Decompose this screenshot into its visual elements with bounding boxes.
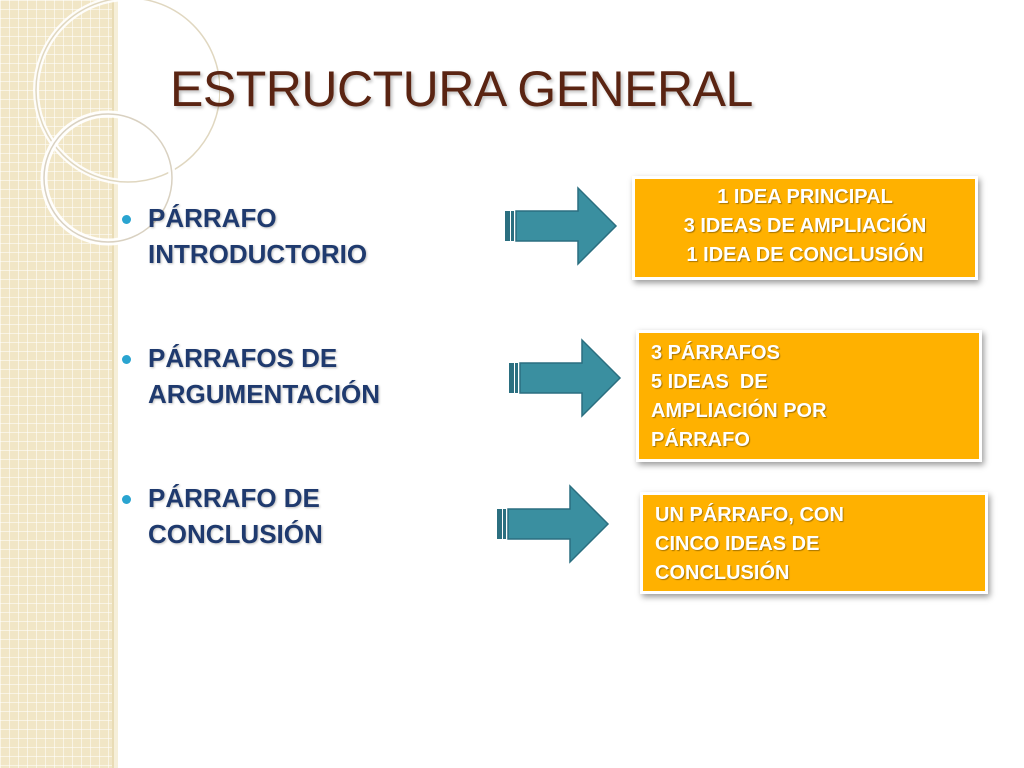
bullet-line: CONCLUSIÓN xyxy=(148,519,323,549)
decorative-side-band xyxy=(0,0,118,768)
bullet-item-introductorio: PÁRRAFO INTRODUCTORIO xyxy=(122,200,502,272)
box-line: UN PÁRRAFO, CON xyxy=(655,504,844,526)
info-box-conclusion: UN PÁRRAFO, CON CINCO IDEAS DE CONCLUSIÓ… xyxy=(640,492,988,594)
box-line: 1 IDEA PRINCIPAL xyxy=(717,186,893,208)
box-line: 3 PÁRRAFOS xyxy=(651,342,780,364)
bullet-dot-icon xyxy=(122,495,131,504)
bullet-item-argumentacion: PÁRRAFOS DE ARGUMENTACIÓN xyxy=(122,340,502,412)
bullet-line: PÁRRAFO DE xyxy=(148,483,320,513)
box-line: CONCLUSIÓN xyxy=(655,562,790,584)
decorative-circles xyxy=(33,0,220,246)
bullet-dot-icon xyxy=(122,215,131,224)
right-arrow-icon xyxy=(509,338,622,418)
box-line: CINCO IDEAS DE xyxy=(655,533,820,555)
box-text: 1 IDEA PRINCIPAL 3 IDEAS DE AMPLIACIÓN 1… xyxy=(645,183,965,270)
info-box-introductorio: 1 IDEA PRINCIPAL 3 IDEAS DE AMPLIACIÓN 1… xyxy=(632,176,978,280)
box-line: AMPLIACIÓN POR xyxy=(651,400,827,422)
right-arrow-icon xyxy=(505,186,618,266)
box-text: UN PÁRRAFO, CON CINCO IDEAS DE CONCLUSIÓ… xyxy=(655,501,973,588)
box-line: 5 IDEAS DE xyxy=(651,371,768,393)
bullet-item-conclusion: PÁRRAFO DE CONCLUSIÓN xyxy=(122,480,502,552)
bullet-line: PÁRRAFOS DE xyxy=(148,343,338,373)
info-box-argumentacion: 3 PÁRRAFOS 5 IDEAS DE AMPLIACIÓN POR PÁR… xyxy=(636,330,982,462)
right-arrow-icon xyxy=(497,484,610,564)
bullet-dot-icon xyxy=(122,355,131,364)
bullet-line: ARGUMENTACIÓN xyxy=(148,379,381,409)
box-text: 3 PÁRRAFOS 5 IDEAS DE AMPLIACIÓN POR PÁR… xyxy=(651,339,967,455)
slide-title: ESTRUCTURA GENERAL xyxy=(170,61,753,117)
bullet-line: PÁRRAFO xyxy=(148,203,277,233)
bullet-text: PÁRRAFO DE CONCLUSIÓN xyxy=(148,480,323,552)
box-line: PÁRRAFO xyxy=(651,429,750,451)
box-line: 3 IDEAS DE AMPLIACIÓN xyxy=(683,215,927,237)
bullet-text: PÁRRAFO INTRODUCTORIO xyxy=(148,200,367,272)
box-line: 1 IDEA DE CONCLUSIÓN xyxy=(686,244,924,266)
bullet-text: PÁRRAFOS DE ARGUMENTACIÓN xyxy=(148,340,380,412)
bullet-line: INTRODUCTORIO xyxy=(148,239,368,269)
